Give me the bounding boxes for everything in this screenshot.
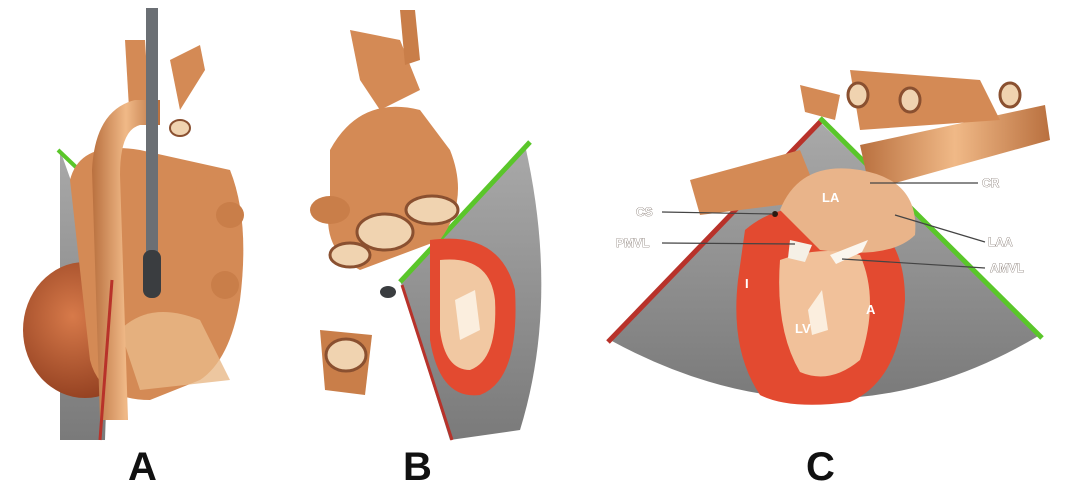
vessel-shape (800, 85, 840, 120)
vessel-opening (404, 194, 460, 226)
vessel-opening (846, 81, 870, 109)
posterior-leaflet (788, 240, 812, 262)
label-la: LA (822, 190, 840, 205)
probe-tip (380, 286, 396, 298)
probe-tip (143, 250, 161, 298)
panel-b-illustration (310, 10, 542, 441)
label-amvl: AMVL (990, 261, 1024, 275)
label-laa: LAA (988, 235, 1013, 249)
sinus-marker (772, 211, 778, 217)
vessel-shape (196, 176, 228, 204)
vessel-shape (400, 10, 420, 65)
vessel-shape (211, 271, 239, 299)
green-plane-line (818, 116, 1044, 340)
vessel-opening (328, 241, 372, 269)
vessel-shape (350, 30, 420, 110)
panel-label-a: A (128, 445, 157, 489)
label-i: I (745, 276, 749, 291)
anterior-leaflet (830, 240, 868, 264)
red-plane-line (98, 279, 114, 441)
lower-body-shape (120, 312, 230, 390)
papillary-shape (808, 290, 828, 335)
vessel-shape (310, 196, 350, 224)
vessel-opening (355, 212, 415, 252)
probe-shaft (146, 8, 158, 278)
label-cs: CS (636, 205, 653, 219)
leader-line (841, 258, 986, 269)
red-plane-line (400, 284, 454, 441)
vessel-opening (898, 86, 922, 114)
panel-label-c: C (806, 445, 835, 489)
label-a: A (866, 302, 876, 317)
panel-c-illustration: CS PMVL LA CR LAA AMVL I A LV (606, 70, 1050, 405)
label-lv: LV (795, 321, 811, 336)
leader-line (894, 214, 986, 243)
vessel-opening (998, 81, 1022, 109)
left-atrium-shape (780, 168, 916, 253)
vessel-shape (860, 105, 1050, 190)
panel-label-b: B (403, 445, 432, 489)
green-plane-line (398, 140, 532, 284)
leader-line (661, 242, 796, 245)
vessel-shape (170, 45, 205, 110)
vessel-opening (169, 119, 191, 137)
vessel-shape (850, 70, 1000, 130)
vessel-opening (324, 337, 368, 373)
label-cr: CR (982, 176, 1000, 190)
vessel-shape (216, 202, 244, 228)
leader-line (661, 211, 774, 215)
valve-leaflet (455, 290, 480, 340)
label-pmvl: PMVL (616, 236, 649, 250)
panel-a-illustration (23, 8, 244, 441)
